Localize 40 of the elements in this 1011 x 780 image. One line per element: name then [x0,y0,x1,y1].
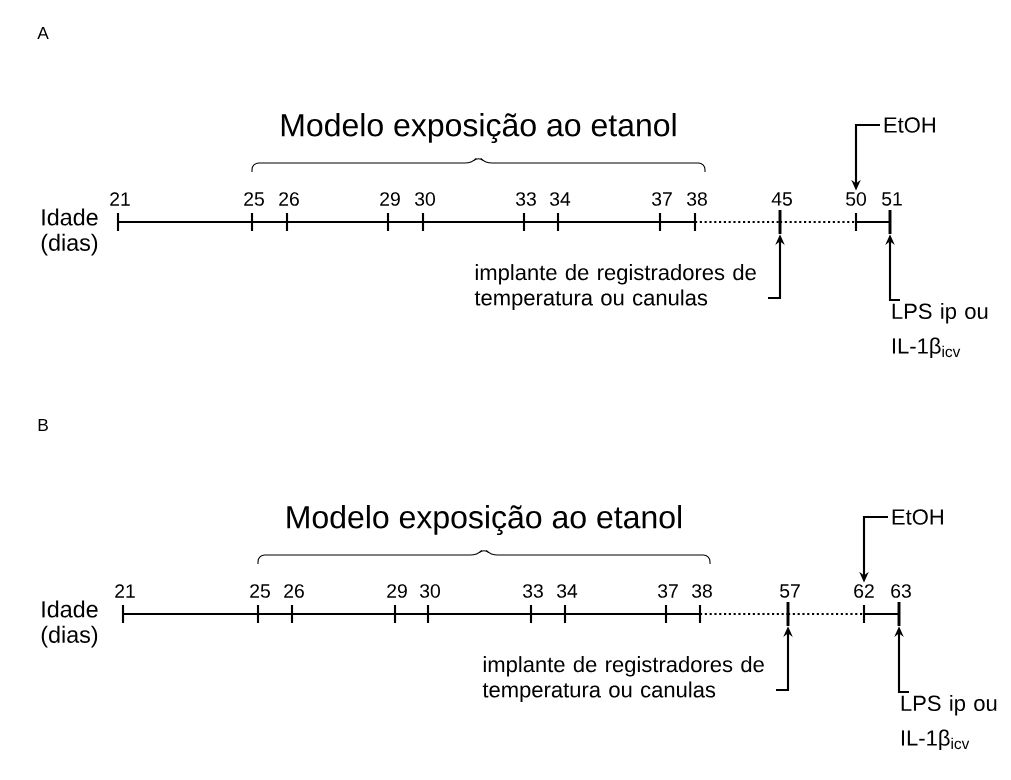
tick-label: 33 [516,192,536,206]
tick-mark [786,602,790,626]
tick-label: 21 [110,192,130,206]
tick-label: 63 [891,584,911,598]
panel-letter: A [37,27,49,39]
tick-label: 38 [692,584,712,598]
panel-letter: B [38,419,48,431]
tick-label: 29 [380,192,400,206]
tick-label: 37 [658,584,678,598]
tick-label: 45 [771,192,792,206]
tick-label: 34 [557,584,578,598]
tick-mark [888,210,892,234]
tick-label: 37 [652,192,672,206]
annotation-text: LPS ip ou IL-1β$_{icv}$ [892,302,988,359]
tick-label: 50 [846,192,866,206]
tick-label: 51 [882,192,902,206]
tick-label: 57 [780,584,800,598]
axis-title: Idade (dias) [41,208,98,256]
tick-label: 30 [420,584,440,598]
tick-label: 25 [250,584,270,598]
tick-label: 26 [284,584,304,598]
tick-label: 38 [687,192,707,206]
tick-label: 25 [244,192,264,206]
bracket-title: Modelo exposição ao etanol [281,113,676,143]
tick-label: 26 [279,192,299,206]
tick-mark [897,602,901,626]
tick-label: 34 [550,192,571,206]
axis-title: Idade (dias) [41,600,98,648]
tick-label: 21 [115,584,135,598]
annotation-text: EtOH [892,509,943,525]
annotation-text: implante de registradores de temperatura ou canulas [474,264,756,310]
annotation-text: LPS ip ou IL-1β$_{icv}$ [901,694,997,751]
tick-label: 30 [415,192,435,206]
tick-label: 33 [523,584,543,598]
tick-label: 62 [854,584,874,598]
tick-mark [778,210,782,234]
tick-label: 29 [387,584,407,598]
bracket-title: Modelo exposição ao etanol [287,505,681,535]
annotation-text: implante de registradores de temperatura ou canulas [482,656,764,702]
annotation-text: EtOH [884,117,935,133]
